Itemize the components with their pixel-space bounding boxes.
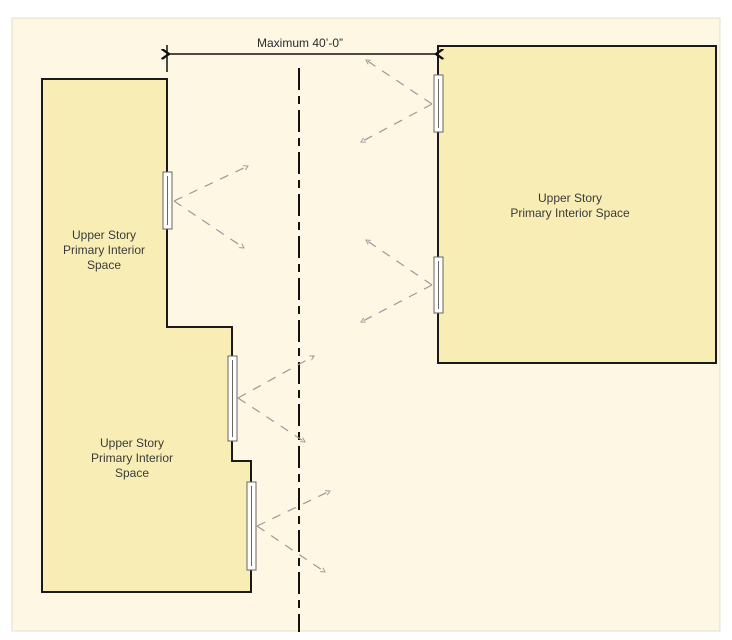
left-building [41,78,252,593]
label-line: Primary Interior Space [510,206,630,220]
dimension-label: Maximum 40’-0” [256,36,343,50]
windows [162,74,444,571]
label-line: Upper Story [537,191,603,205]
label-line: Upper Story [71,228,137,242]
label-line: Space [114,466,150,480]
label-line: Space [86,258,122,272]
label-line: Primary Interior [62,243,145,257]
label-line: Primary Interior [90,451,173,465]
right-building [437,45,717,364]
label-line: Upper Story [99,436,165,450]
sightlines [173,59,433,573]
left-upper-building-label: Upper Story Primary Interior Space [44,228,164,273]
right-building-label: Upper Story Primary Interior Space [490,191,650,221]
left-lower-building-label: Upper Story Primary Interior Space [72,436,192,481]
